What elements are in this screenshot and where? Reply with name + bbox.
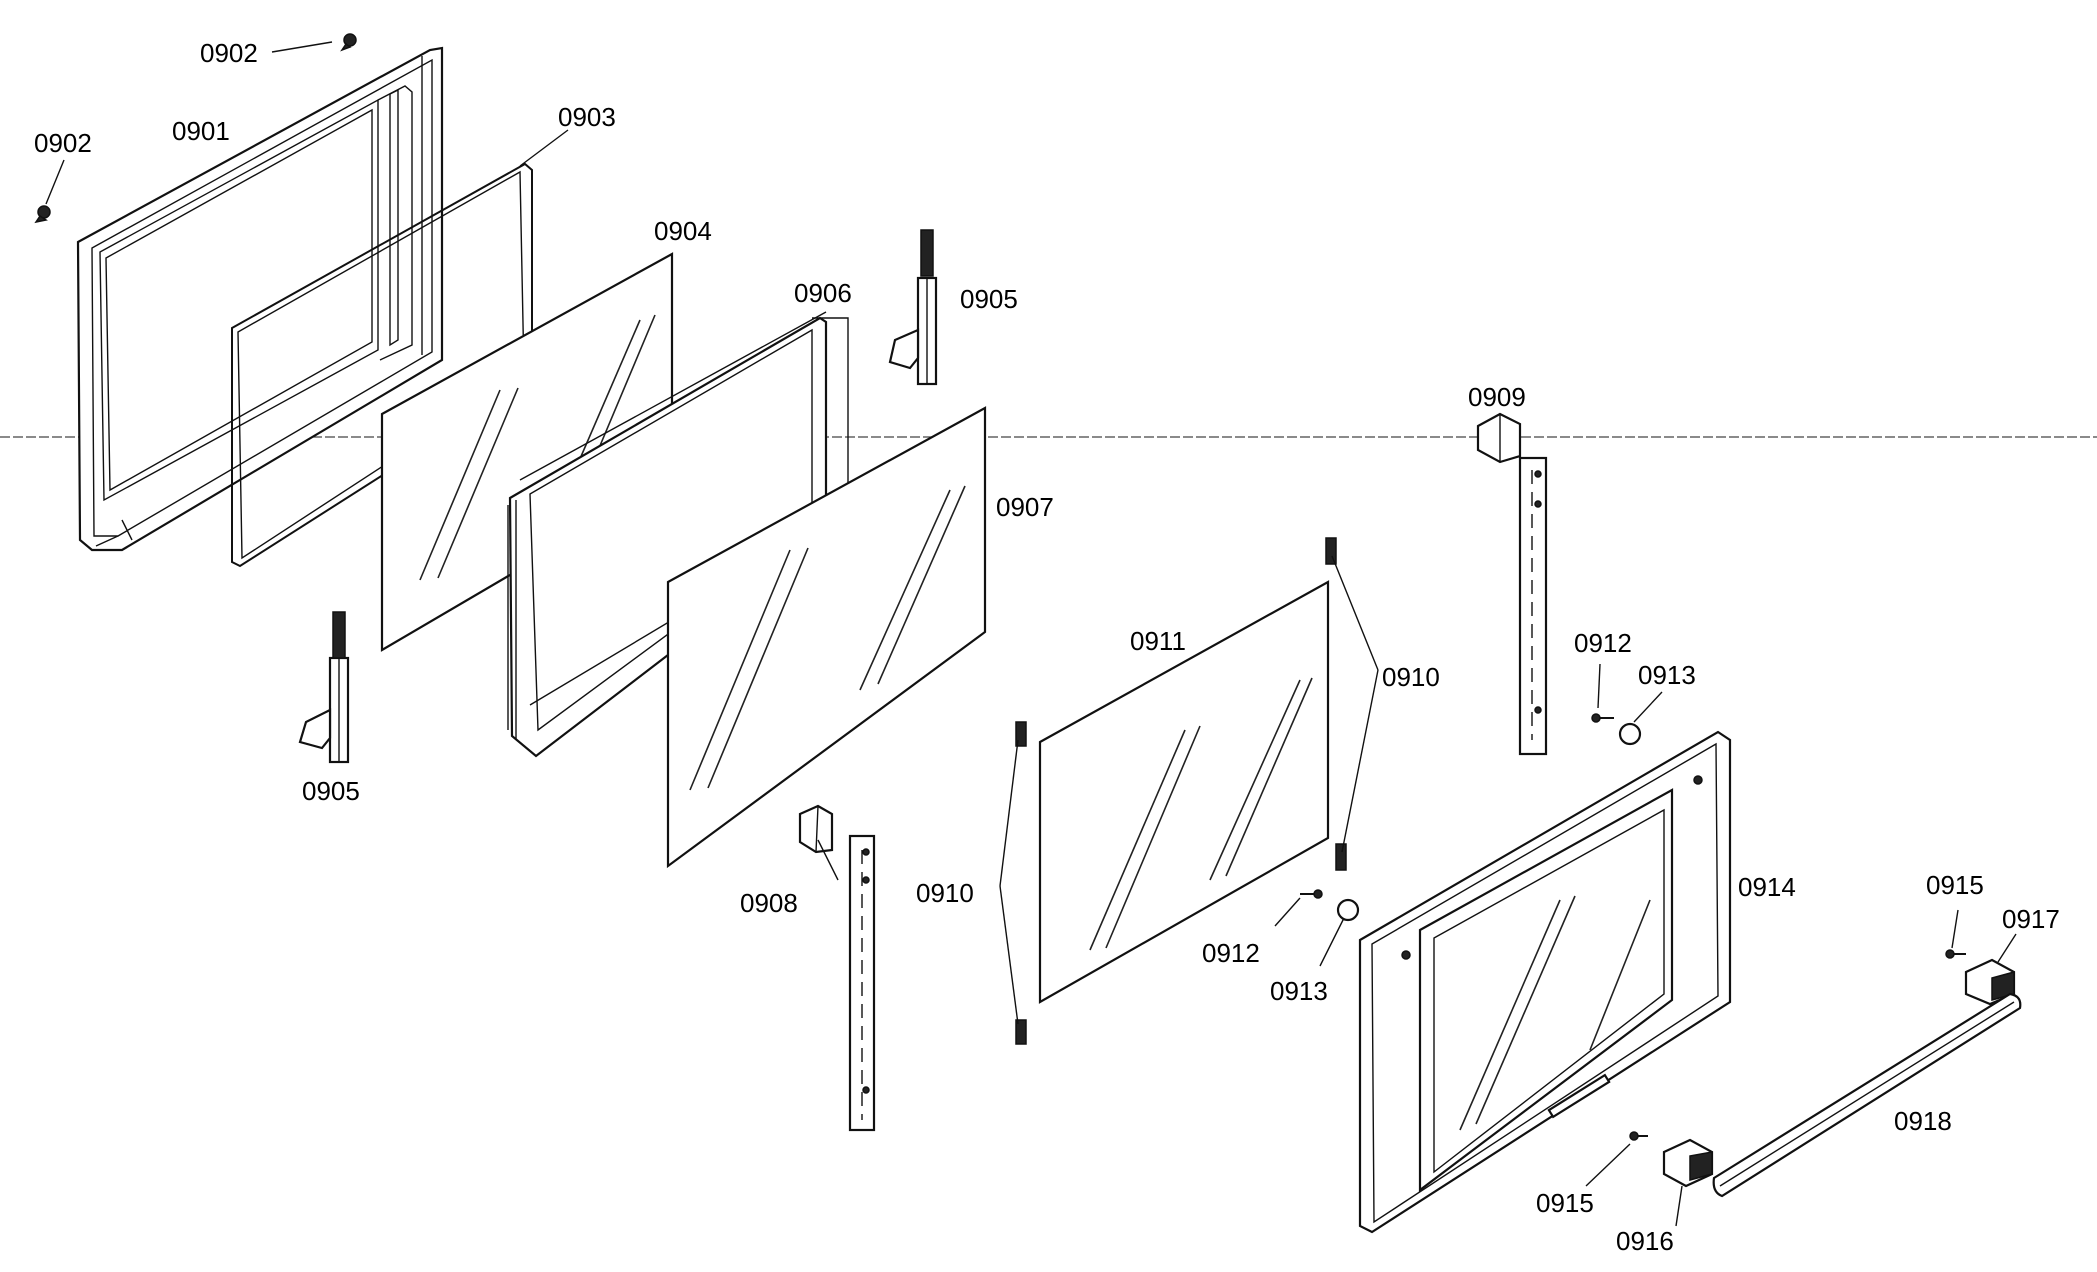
label-0901: 0901 bbox=[172, 116, 230, 146]
part-0912-screw-a bbox=[1300, 889, 1323, 899]
label-0904: 0904 bbox=[654, 216, 712, 246]
part-0915-screw-a bbox=[1629, 1131, 1648, 1141]
part-0911-glass-pane bbox=[1038, 580, 1330, 1004]
label-0909: 0909 bbox=[1468, 382, 1526, 412]
part-0902-screw-top bbox=[340, 33, 357, 52]
label-0913-right: 0913 bbox=[1638, 660, 1696, 690]
part-0909-side-rail bbox=[1518, 456, 1548, 756]
part-0902-screw-left bbox=[34, 205, 51, 224]
label-0915-left: 0915 bbox=[1536, 1188, 1594, 1218]
label-0913-left: 0913 bbox=[1270, 976, 1328, 1006]
part-0913-cap-a bbox=[1336, 898, 1360, 922]
label-0918: 0918 bbox=[1894, 1106, 1952, 1136]
label-0906: 0906 bbox=[794, 278, 852, 308]
label-0916: 0916 bbox=[1616, 1226, 1674, 1256]
part-0917-end-cap bbox=[1964, 958, 2016, 1006]
label-0908: 0908 bbox=[740, 888, 798, 918]
label-0915-right: 0915 bbox=[1926, 870, 1984, 900]
part-0910-clip-a bbox=[1015, 721, 1027, 747]
part-0913-cap-b bbox=[1618, 722, 1642, 746]
part-0914-outer-door-panel bbox=[1358, 730, 1732, 1234]
label-0910-right: 0910 bbox=[1382, 662, 1440, 692]
label-0907: 0907 bbox=[996, 492, 1054, 522]
part-0909-bracket bbox=[1476, 412, 1522, 464]
label-0911: 0911 bbox=[1130, 626, 1186, 656]
part-0918-handle-bar bbox=[1712, 992, 2022, 1198]
part-0915-screw-b bbox=[1945, 949, 1966, 959]
part-0908-side-rail bbox=[848, 834, 876, 1132]
leader-lines bbox=[45, 41, 2017, 1227]
label-0914: 0914 bbox=[1738, 872, 1796, 902]
label-0910-left: 0910 bbox=[916, 878, 974, 908]
part-0901-door-frame bbox=[76, 46, 444, 552]
label-0905-upper: 0905 bbox=[960, 284, 1018, 314]
label-0902-left: 0902 bbox=[34, 128, 92, 158]
part-0907-glass-pane bbox=[666, 406, 987, 869]
part-0908-bracket bbox=[798, 804, 834, 854]
label-0917: 0917 bbox=[2002, 904, 2060, 934]
label-0912-right: 0912 bbox=[1574, 628, 1632, 658]
part-0912-screw-b bbox=[1591, 713, 1614, 723]
label-0902-top: 0902 bbox=[200, 38, 258, 68]
part-0910-clip-d bbox=[1335, 843, 1347, 871]
part-0905-hinge-upper bbox=[888, 229, 938, 386]
part-0910-clip-c bbox=[1325, 537, 1337, 565]
label-0903: 0903 bbox=[558, 102, 616, 132]
label-0905-lower: 0905 bbox=[302, 776, 360, 806]
label-0912-left: 0912 bbox=[1202, 938, 1260, 968]
part-0905-hinge-lower bbox=[298, 611, 350, 764]
part-0910-clip-b bbox=[1015, 1019, 1027, 1045]
part-0916-end-cap bbox=[1662, 1138, 1714, 1188]
